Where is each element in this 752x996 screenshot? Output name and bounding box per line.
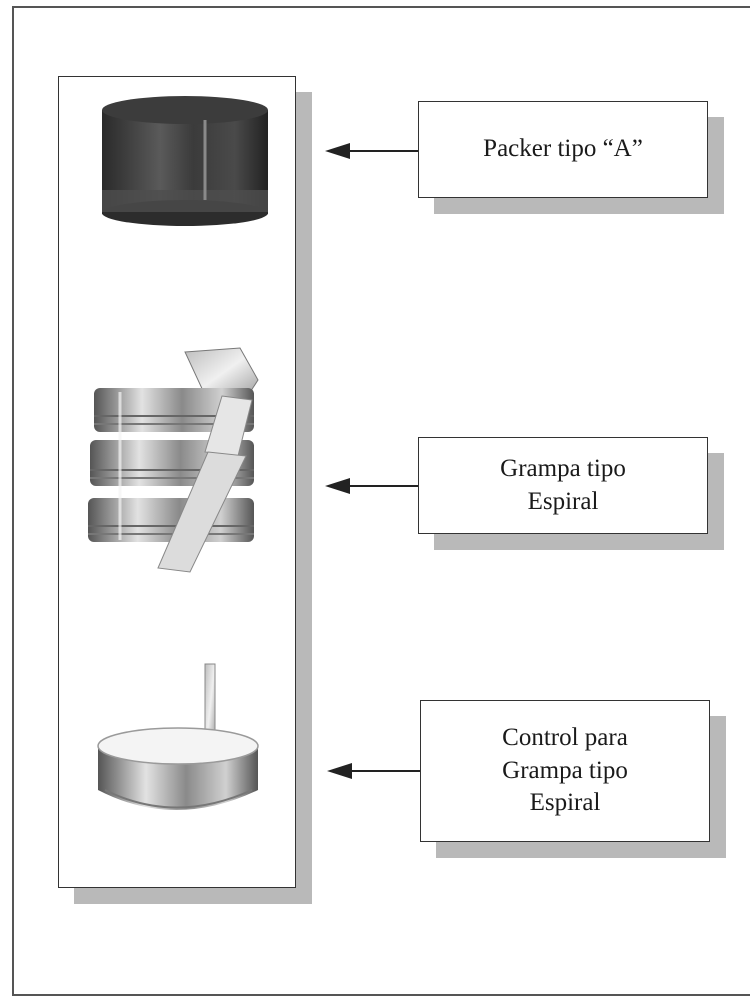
label-control-line3: Espiral [529, 789, 601, 817]
label-packer-line1: Packer tipo “A” [483, 135, 643, 163]
arrow-packer [325, 143, 418, 159]
label-control-line2: Grampa tipo [502, 756, 628, 784]
arrow-control [327, 763, 420, 779]
label-grampa: Grampa tipo Espiral [418, 437, 708, 534]
label-grampa-line2: Espiral [527, 487, 599, 515]
label-control-line1: Control para [502, 724, 628, 752]
packer-ring-image [102, 96, 268, 226]
label-grampa-line1: Grampa tipo [500, 455, 626, 482]
label-control: Control para Grampa tipo Espiral [420, 700, 710, 842]
control-ring-image [97, 663, 259, 810]
arrow-grampa [325, 478, 418, 494]
spiral-slip-image [88, 347, 259, 573]
label-packer: Packer tipo “A” [418, 101, 708, 198]
